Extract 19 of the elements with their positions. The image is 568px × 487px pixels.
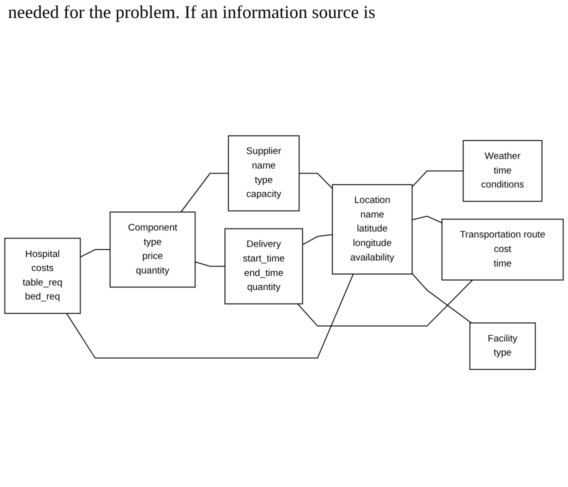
node-box: Weather time conditions	[462, 140, 542, 202]
connector	[180, 172, 229, 212]
node-box: Hospital costs table_req bed_req	[4, 238, 81, 314]
node-box: Facility type	[469, 322, 536, 370]
connector	[66, 274, 354, 358]
connector	[302, 234, 333, 246]
connector	[80, 249, 111, 258]
node-box: Delivery start_time end_time quantity	[224, 228, 304, 304]
node-box: Component type price quantity	[110, 212, 196, 288]
connector	[412, 273, 472, 324]
paragraph-text: needed for the problem. If an information source is	[8, 2, 376, 23]
connector	[297, 279, 473, 326]
connector	[412, 216, 442, 224]
node-box: Location name latitude longitude availability	[332, 184, 413, 274]
node-box: Supplier name type capacity	[228, 135, 300, 212]
connector	[412, 170, 464, 188]
connector	[194, 261, 226, 267]
connector	[298, 172, 333, 189]
node-box: Transportation route cost time	[442, 218, 564, 280]
